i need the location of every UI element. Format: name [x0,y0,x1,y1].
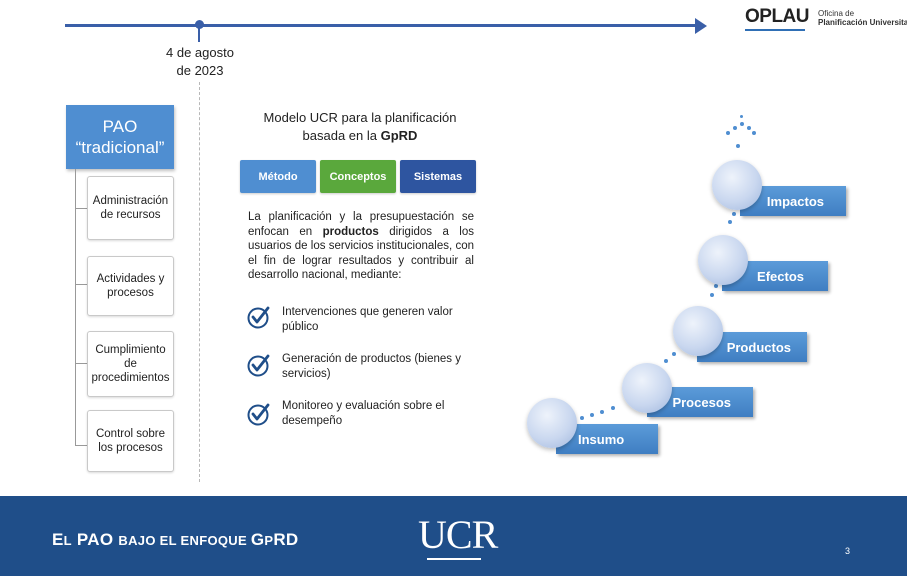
step-impactos-circle [712,160,762,210]
connector-dot [664,359,668,363]
ucr-logo: UCR [418,512,498,557]
slide-title: EL PAO BAJO EL ENFOQUE GPRD [52,530,299,549]
connector-dot [740,122,744,126]
tree-branch [75,284,87,285]
model-title-line1: Modelo UCR para la planificación [263,110,457,125]
oplau-logo: OPLAU [745,6,810,27]
tree-branch [75,208,87,209]
pao-title-line2: “tradicional” [75,138,165,157]
step-productos-circle [673,306,723,356]
connector-dot [740,115,743,118]
oplau-logo-underline [745,29,805,31]
connector-dot [726,131,730,135]
page-number: 3 [845,546,851,556]
vertical-divider [199,82,200,482]
connector-dot [747,126,751,130]
tree-connector [75,169,76,446]
connector-dot [580,416,584,420]
connector-dot [752,131,756,135]
connector-dot [728,220,732,224]
step-efectos-circle [698,235,748,285]
connector-dot [733,126,737,130]
pao-tradicional-box: PAO “tradicional” [66,105,174,169]
connector-dot [672,352,676,356]
oplau-sub-line1: Oficina de [818,9,855,18]
timeline-arrow-icon [695,18,707,34]
check-circle-icon [247,306,270,329]
connector-dot [732,212,736,216]
timeline-line [65,24,700,27]
model-title: Modelo UCR para la planificación basada … [238,109,482,145]
model-description: La planificación y la presupuestación se… [248,211,474,281]
connector-dot [736,144,740,148]
connector-dot [710,293,714,297]
pao-title-line1: PAO [102,117,138,136]
timeline-marker [195,20,204,29]
connector-dot [611,406,615,410]
model-title-line2: basada en la GpRD [302,128,418,143]
oplau-logo-subtitle: Oficina de Planificación Universitaria [818,9,907,27]
conceptos-button[interactable]: Conceptos [320,160,396,193]
ucr-logo-underline [427,558,481,560]
tree-branch [75,363,87,364]
footer-bar [0,496,907,576]
tree-branch [75,445,87,446]
sistemas-button[interactable]: Sistemas [400,160,476,193]
check-circle-icon [247,403,270,426]
check-circle-icon [247,354,270,377]
connector-dot [590,413,594,417]
connector-dot [600,410,604,414]
timeline-date-line2: de 2023 [176,63,224,78]
step-procesos-circle [622,363,672,413]
metodo-button[interactable]: Método [240,160,316,193]
timeline-tick [198,28,200,42]
timeline-date-line1: 4 de agosto [166,45,234,60]
step-procesos: Procesos [647,387,753,417]
timeline-date: 4 de agosto de 2023 [150,44,250,80]
oplau-sub-line2: Planificación Universitaria [818,18,907,27]
connector-dot [714,284,718,288]
step-insumo-circle [527,398,577,448]
